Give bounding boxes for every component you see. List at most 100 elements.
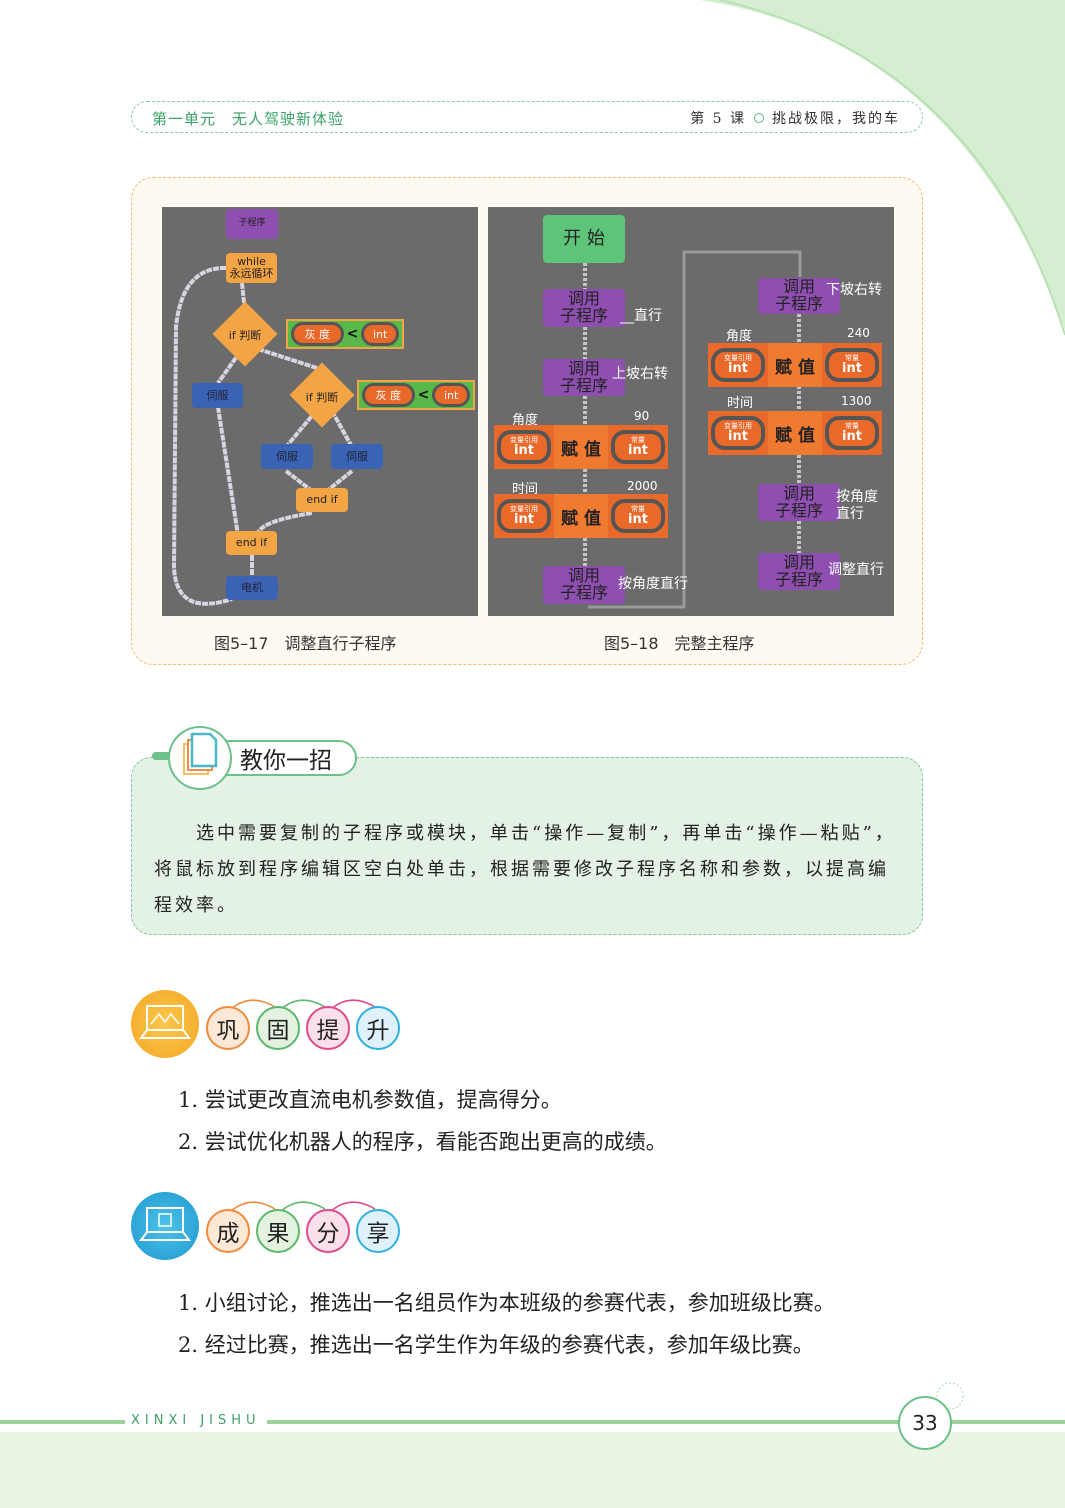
heading-char: 成 (206, 1209, 250, 1253)
heading-char: 享 (356, 1209, 400, 1253)
const-label: 常量 (845, 422, 859, 430)
laptop-icon (131, 990, 199, 1058)
tip-icon-circle (168, 726, 232, 790)
var-ref-label: 变量引用 (724, 422, 752, 430)
lesson-name: 挑战极限，我的车 (772, 111, 900, 127)
type-label: int (842, 361, 862, 376)
call-subprogram-block[interactable]: 调用子程序 (543, 566, 625, 604)
lesson-title: 第 5 课挑战极限，我的车 (690, 108, 900, 128)
servo-label: 伺服 (276, 449, 298, 463)
subprogram-block[interactable]: 子程序 (226, 209, 278, 239)
figure-5-18-caption: 图5–18 完整主程序 (604, 634, 755, 653)
const-label: 常量 (845, 354, 859, 362)
tip-text: 选中需要复制的子程序或模块，单击“操作—复制”，再单击“操作—粘贴”，将鼠标放到… (154, 823, 896, 916)
less-than: < (346, 326, 359, 342)
call-label: 调用 (567, 566, 600, 586)
end-if-label: end if (306, 493, 338, 507)
subprogram-name: 上坡右转 (612, 366, 668, 382)
gray-sensor: 灰 度 (291, 322, 344, 346)
end-if-block[interactable]: end if (226, 531, 277, 555)
type-label: int (728, 361, 748, 376)
call-subprogram-block[interactable]: 调用子程序 (758, 278, 840, 314)
arrows-decoration (229, 1201, 376, 1213)
servo-label: 伺服 (206, 388, 229, 402)
assign-label: 赋 值 (768, 343, 822, 387)
laptop-chip-icon (131, 1192, 199, 1260)
servo-block[interactable]: 伺服 (331, 444, 383, 469)
gray-sensor: 灰 度 (362, 383, 415, 407)
variable-value: 1300 (841, 394, 872, 408)
const-label: 常量 (631, 436, 645, 444)
condition-block-1[interactable]: 灰 度<int (286, 319, 404, 349)
footer-line (0, 1420, 1065, 1424)
heading-char: 固 (256, 1006, 300, 1050)
assign-label: 赋 值 (768, 411, 822, 455)
type-label: int (514, 443, 534, 458)
variable-value: 90 (634, 409, 650, 423)
page-header: 第一单元 无人驾驶新体验 第 5 课挑战极限，我的车 (131, 101, 923, 133)
heading-char: 分 (306, 1209, 350, 1253)
variable-name: 角度 (726, 329, 753, 344)
subprogram-label: 子程序 (238, 218, 266, 229)
variable-value: 2000 (627, 479, 658, 493)
end-if-label: end if (235, 536, 268, 550)
call-label: 调用 (567, 358, 600, 378)
heading-char: 果 (256, 1209, 300, 1253)
call-subprogram-block[interactable]: 调用子程序 (543, 359, 625, 396)
sub-label: 子程序 (559, 306, 608, 325)
servo-block[interactable]: 伺服 (261, 444, 313, 469)
call-label: 调用 (782, 483, 815, 503)
subprogram-name: 调整直行 (828, 562, 884, 578)
document-copy-icon (183, 732, 218, 775)
type-label: int (842, 429, 862, 444)
name-line-2: 直行 (836, 506, 864, 522)
sub-label: 子程序 (774, 500, 823, 520)
call-subprogram-block[interactable]: 调用子程序 (543, 289, 625, 327)
heading-char: 提 (306, 1006, 350, 1050)
start-block[interactable]: 开 始 (543, 215, 625, 263)
list-item: 2. 经过比赛，推选出一名学生作为年级的参赛代表，参加年级比赛。 (178, 1333, 814, 1357)
type-label: int (728, 429, 748, 444)
variable-value: 240 (847, 326, 870, 340)
subprogram-name: __直行 (620, 308, 662, 324)
call-label: 调用 (567, 289, 600, 309)
var-ref-label: 变量引用 (724, 354, 752, 362)
type-label: int (628, 512, 648, 527)
const-int: int (361, 322, 399, 346)
less-than: < (417, 387, 430, 403)
subprogram-name: 下坡右转 (826, 282, 882, 298)
servo-block[interactable]: 伺服 (192, 383, 243, 408)
type-label: int (628, 443, 648, 458)
subprogram-name: 按角度直行 (836, 489, 878, 523)
call-subprogram-block[interactable]: 调用子程序 (758, 484, 840, 521)
motor-label: 电机 (241, 581, 263, 595)
var-ref-label: 变量引用 (510, 505, 538, 513)
heading-char: 升 (356, 1006, 400, 1050)
if-label-2: if 判断 (305, 391, 339, 404)
call-subprogram-block[interactable]: 调用子程序 (758, 553, 840, 590)
const-label: 常量 (631, 505, 645, 513)
arrows-decoration (229, 999, 376, 1011)
circle-icon (754, 113, 764, 123)
servo-label: 伺服 (346, 449, 368, 463)
call-label: 调用 (782, 277, 815, 297)
unit-title: 第一单元 无人驾驶新体验 (152, 110, 345, 128)
condition-block-2[interactable]: 灰 度<int (357, 380, 475, 410)
end-if-block[interactable]: end if (296, 488, 348, 512)
motor-block[interactable]: 电机 (226, 576, 278, 600)
heading-char: 巩 (206, 1006, 250, 1050)
